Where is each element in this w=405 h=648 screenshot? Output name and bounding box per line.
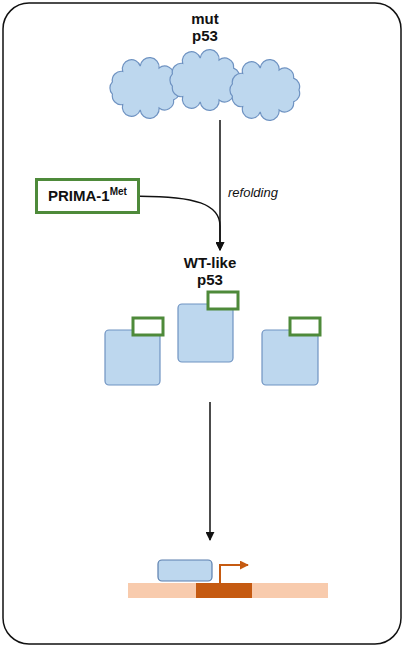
folded-p53 [178,304,233,362]
drug-name: PRIMA-1 [48,187,110,204]
transcription-arrow [220,565,248,583]
response-element [196,583,252,598]
wt-p53-group: WT-like p53 [90,252,330,392]
bound-drug [133,318,163,335]
misfolded-p53 [170,50,240,111]
bound-drug [290,318,320,335]
group-heading: WT-like p53 [170,252,250,288]
frame-border [3,3,401,644]
mutant-p53-group: mut p53 [95,8,315,120]
p53-bound [158,560,212,581]
drug-box: PRIMA-1Met [35,178,140,214]
folded-p53 [262,330,318,385]
drug-superscript: Met [110,186,127,197]
misfolded-p53 [110,58,180,119]
connector [140,196,220,250]
dna-strand [128,583,328,598]
flow-arrow [209,402,211,540]
group-heading: mut p53 [180,8,230,44]
folded-p53 [105,330,160,385]
edge-label: refolding [226,185,280,200]
bound-drug [208,292,238,309]
misfolded-p53 [230,60,300,121]
